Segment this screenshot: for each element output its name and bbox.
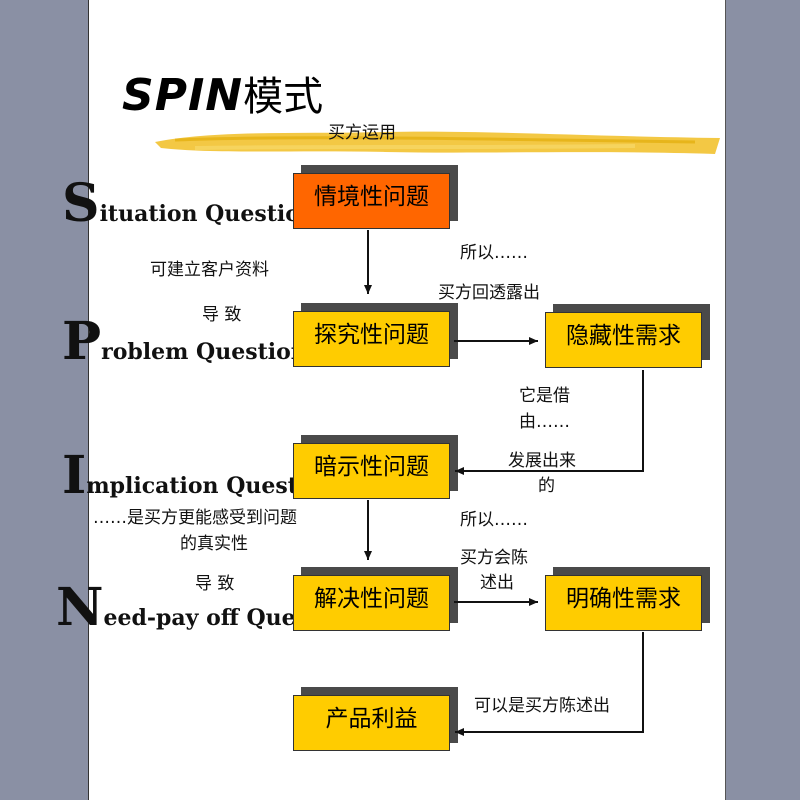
box-label: 暗示性问题 — [314, 454, 429, 480]
question-text: ituation Question — [99, 201, 316, 227]
note-build-profile: 可建立客户资料 — [150, 260, 269, 280]
box-label: 产品利益 — [325, 706, 418, 732]
box-label: 隐藏性需求 — [566, 323, 681, 349]
note-leads-to-2: 导 致 — [195, 574, 235, 594]
arrow-hidden-need-to-implication — [455, 370, 644, 475]
subtitle: 买方运用 — [328, 123, 396, 143]
note-because-1: 它是借 — [519, 386, 570, 406]
title-spin: SPIN — [122, 70, 244, 121]
note-because-2: 由…… — [519, 412, 570, 432]
note-feel-2: 的真实性 — [180, 534, 248, 554]
box-problem-question: 探究性问题 — [293, 311, 450, 367]
title-suffix: 模式 — [243, 74, 324, 120]
box-label: 明确性需求 — [566, 586, 681, 612]
question-initial: S — [62, 173, 100, 234]
question-initial: N — [56, 577, 104, 638]
note-buyer-states-1: 买方会陈 — [460, 548, 528, 568]
box-label: 探究性问题 — [314, 322, 429, 348]
note-so-2: 所以…… — [460, 510, 528, 530]
question-text: roblem Question — [101, 339, 307, 365]
box-implication-question: 暗示性问题 — [293, 443, 450, 499]
note-so-1: 所以…… — [460, 243, 528, 263]
note-buyer-states-2: 述出 — [480, 573, 514, 593]
box-hidden-need: 隐藏性需求 — [545, 312, 702, 368]
note-buyer-reveals: 买方回透露出 — [438, 283, 540, 303]
question-initial: I — [62, 445, 87, 506]
brush-stroke-decoration — [155, 131, 720, 154]
question-label-situation: Situation Question — [62, 178, 316, 230]
note-leads-to-1: 导 致 — [202, 305, 242, 325]
box-label: 情境性问题 — [314, 184, 429, 210]
question-label-problem: Problem Question — [62, 316, 307, 368]
note-feel-1: ……是买方更能感受到问题 — [93, 508, 297, 528]
box-need-payoff-question: 解决性问题 — [293, 575, 450, 631]
box-explicit-need: 明确性需求 — [545, 575, 702, 631]
box-product-benefit: 产品利益 — [293, 695, 450, 751]
box-label: 解决性问题 — [314, 586, 429, 612]
question-initial: P — [62, 311, 102, 372]
slide-title: SPIN模式 — [122, 64, 324, 121]
note-developed-1: 发展出来 — [508, 451, 576, 471]
note-developed-2: 的 — [538, 476, 555, 496]
arrow-explicit-need-to-benefit — [455, 632, 644, 736]
box-situation-question: 情境性问题 — [293, 173, 450, 229]
note-can-state: 可以是买方陈述出 — [474, 696, 610, 716]
